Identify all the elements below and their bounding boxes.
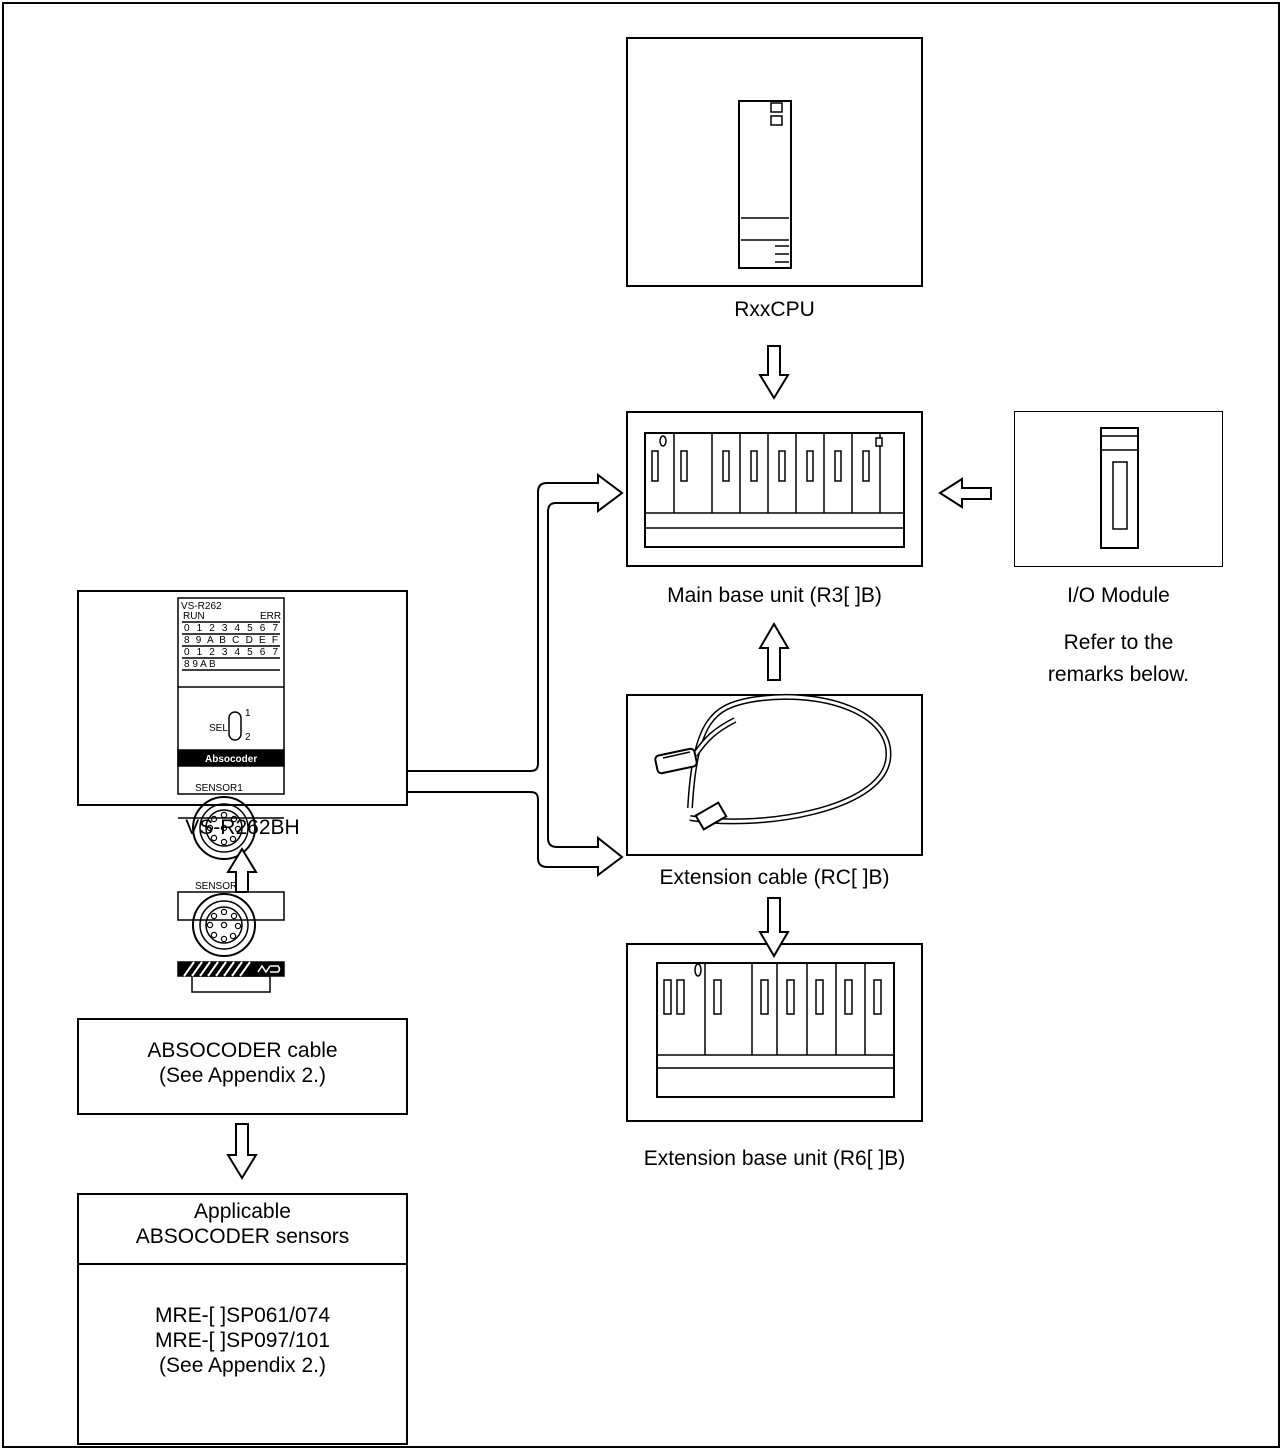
footer-hatch <box>183 961 251 977</box>
arrow-cable-to-ext <box>758 897 790 958</box>
absocoder-cable-line1: ABSOCODER cable <box>147 1039 338 1062</box>
ext-base-caption: Extension base unit (R6[ ]B) <box>643 1147 906 1170</box>
sensor-model-2: MRE-[ ]SP097/101 <box>154 1329 331 1352</box>
io-module-caption: I/O Module <box>1067 584 1170 607</box>
module-run: RUN <box>183 611 205 622</box>
io-module-box <box>1014 411 1223 567</box>
sensor2-label: SENSOR2 <box>195 881 243 892</box>
arrow-cable-to-main <box>758 622 790 681</box>
sel-1: 1 <box>245 708 251 719</box>
vs-module-box <box>77 590 408 806</box>
ext-cable-caption: Extension cable (RC[ ]B) <box>659 866 890 889</box>
remarks-line1: Refer to the <box>1063 631 1174 654</box>
main-base-illustration <box>644 432 905 548</box>
remarks-line2: remarks below. <box>1047 663 1190 686</box>
sensor1-label: SENSOR1 <box>195 783 243 794</box>
sensors-list: MRE-[ ]SP061/074 MRE-[ ]SP097/101 (See A… <box>79 1265 406 1378</box>
sensor-model-1: MRE-[ ]SP061/074 <box>154 1304 331 1327</box>
arrow-cable-to-sensors <box>226 1123 258 1180</box>
brand-logo: Absocoder <box>205 754 257 765</box>
cpu-box <box>626 37 923 287</box>
sensors-header-line1: Applicable <box>194 1200 291 1223</box>
absocoder-cable-box: ABSOCODER cable (See Appendix 2.) <box>77 1018 408 1115</box>
extension-base-illustration <box>656 962 895 1098</box>
absocoder-cable-line2: (See Appendix 2.) <box>159 1064 326 1087</box>
sensors-box: Applicable ABSOCODER sensors MRE-[ ]SP06… <box>77 1193 408 1445</box>
connector-pins <box>206 811 242 943</box>
cpu-caption: RxxCPU <box>734 298 815 321</box>
main-base-box <box>626 411 923 567</box>
footer-logo <box>257 964 281 974</box>
module-model: VS-R262 <box>181 601 222 612</box>
main-base-caption: Main base unit (R3[ ]B) <box>667 584 882 607</box>
sensors-header: Applicable ABSOCODER sensors <box>79 1195 406 1265</box>
arrow-cpu-to-main <box>758 345 790 400</box>
vs-module-illustration <box>177 597 285 993</box>
io-module-illustration <box>1100 427 1139 549</box>
led-row-4: 8 9 A B <box>184 659 216 670</box>
arrow-io-to-main <box>938 477 992 509</box>
arrows <box>226 345 992 1180</box>
module-err: ERR <box>260 611 281 622</box>
led-row-3: 0 1 2 3 4 5 6 7 <box>184 647 278 658</box>
led-row-2: 8 9 A B C D E F <box>184 635 278 646</box>
module-panel-text: VS-R262 RUN ERR 0 1 2 3 4 5 6 7 8 9 A B … <box>181 601 281 892</box>
sel-2: 2 <box>245 732 251 743</box>
cpu-illustration <box>738 100 792 269</box>
extension-cable-illustration <box>654 694 892 831</box>
sensors-note: (See Appendix 2.) <box>159 1354 326 1377</box>
sensors-header-line2: ABSOCODER sensors <box>135 1225 350 1248</box>
bus-connector <box>408 473 624 877</box>
arrow-cable-to-module <box>226 847 258 893</box>
led-row-1: 0 1 2 3 4 5 6 7 <box>184 623 278 634</box>
sel-label: SEL <box>209 723 228 734</box>
